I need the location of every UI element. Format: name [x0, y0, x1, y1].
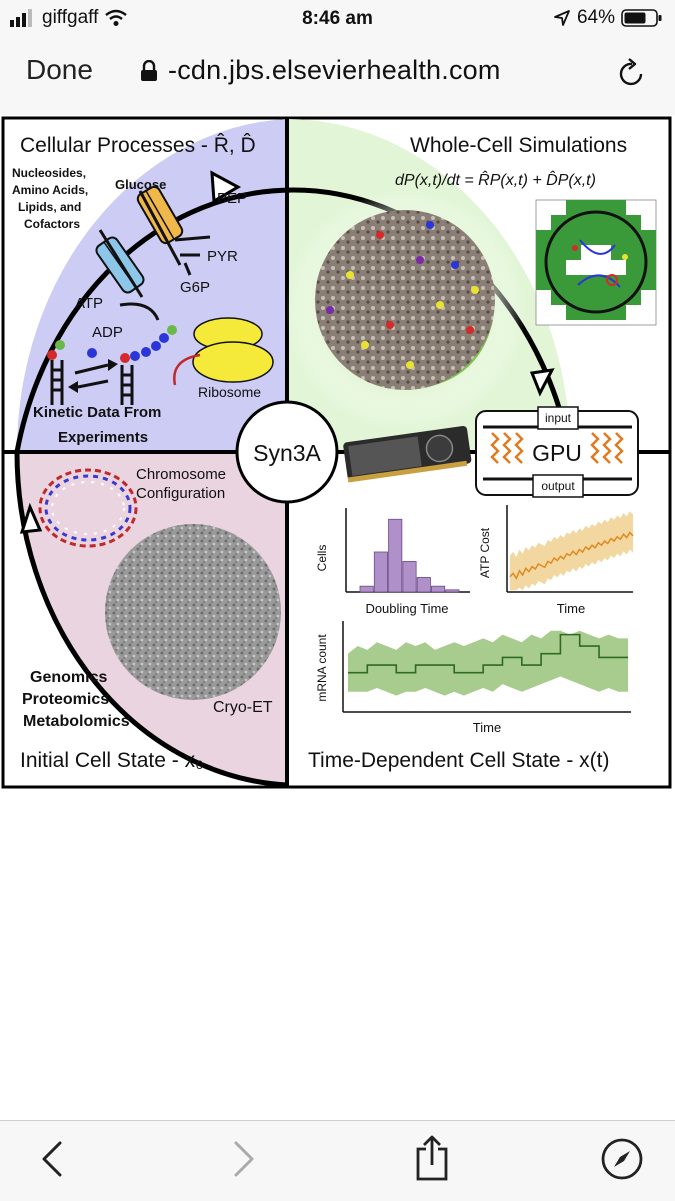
gpu-label: GPU [532, 440, 582, 466]
amino-acid-chain [47, 325, 177, 363]
cryo-label: Cryo-ET [213, 699, 273, 716]
q2-illustration [285, 190, 657, 430]
mrna-band [348, 630, 628, 696]
master-equation: dP(x,t)/dt = R̂P(x,t) + D̂P(x,t) [395, 169, 596, 189]
pep-label: PEP [217, 190, 247, 207]
status-right: 64% [553, 7, 663, 29]
q1-illustration: Nucleosides, Amino Acids, Lipids, and Co… [12, 166, 274, 446]
kinetic-label-2: Experiments [58, 429, 148, 446]
status-bar: giffgaff 8:46 am 64% [0, 0, 675, 40]
transporter-label-1: Nucleosides, [12, 166, 86, 180]
lock-icon [141, 59, 157, 81]
q1-title: Cellular Processes - R̂, D̂ [20, 134, 256, 157]
atp-xlabel: Time [557, 601, 585, 616]
battery-icon [621, 9, 662, 27]
atp-label: ATP [75, 295, 103, 312]
hist-xlabel: Doubling Time [365, 601, 448, 616]
omics-label-3: Metabolomics [23, 713, 130, 730]
chromosome-label-2: Configuration [136, 485, 225, 502]
whole-cell-figure: Cellular Processes - R̂, D̂ Whole-Cell S… [1, 116, 672, 789]
lattice-grid [535, 199, 657, 326]
mrna-ylabel: mRNA count [315, 634, 329, 702]
atp-ylabel: ATP Cost [478, 527, 492, 578]
hist-ylabel: Cells [315, 545, 329, 572]
histogram-bar [359, 585, 374, 593]
mrna-line [348, 633, 628, 674]
share-icon[interactable] [414, 1135, 450, 1181]
histogram-bar [402, 561, 417, 593]
reload-icon[interactable] [617, 56, 647, 88]
signal-icon [10, 9, 32, 27]
done-button[interactable]: Done [26, 54, 93, 85]
back-arrow-icon[interactable] [40, 1139, 64, 1179]
q3-illustration: Chromosome Configuration Cryo-ET Genomic… [22, 466, 281, 730]
transporter-label-2: Amino Acids, [12, 183, 88, 197]
address-bar[interactable]: -cdn.jbs.elsevierhealth.com [140, 55, 501, 86]
compass-icon[interactable] [600, 1137, 644, 1181]
location-arrow-icon [554, 10, 570, 26]
carrier: giffgaff [10, 7, 128, 29]
mrna-xlabel: Time [473, 720, 501, 735]
ribosome-label: Ribosome [198, 384, 261, 400]
browser-bottom-bar [0, 1120, 675, 1201]
url-text: -cdn.jbs.elsevierhealth.com [168, 55, 501, 85]
atp-line [509, 531, 634, 581]
simulated-cell [315, 210, 495, 390]
omics-label-2: Proteomics [22, 691, 109, 708]
mrna-count-chart: mRNA count Time [315, 621, 631, 735]
histogram-bar [373, 551, 388, 593]
carrier-name: giffgaff [42, 7, 99, 28]
chromosome-label-1: Chromosome [136, 466, 226, 483]
histogram-bar [431, 585, 446, 593]
chromosome-ring [38, 468, 138, 548]
syn3a-circle [235, 400, 339, 504]
histogram-bar [445, 589, 460, 593]
center-label: Syn3A [253, 440, 321, 466]
forward-arrow-icon[interactable] [232, 1139, 256, 1179]
atp-cost-chart: ATP Cost Time [478, 505, 634, 616]
histogram-bar [416, 577, 431, 593]
battery-percent: 64% [576, 7, 615, 28]
gpu-output-label: output [541, 479, 575, 493]
browser-toolbar: Done -cdn.jbs.elsevierhealth.com [0, 40, 675, 116]
gpu-input-label: input [545, 411, 572, 425]
gpu-card-image [343, 425, 472, 483]
orange-transporter [136, 185, 184, 245]
q4-title: Time-Dependent Cell State - x(t) [308, 749, 610, 772]
q2-title: Whole-Cell Simulations [410, 134, 627, 157]
transporter-label-3: Lipids, and [18, 200, 81, 214]
wifi-icon [105, 9, 128, 26]
g6p-label: G6P [180, 279, 210, 296]
cryo-et-image [105, 524, 281, 700]
trna-ladders [50, 360, 134, 405]
transporter-label-4: Cofactors [24, 217, 80, 231]
gpu-schematic: input output GPU [475, 406, 639, 498]
kinetic-label-1: Kinetic Data From [33, 404, 161, 421]
histogram-bar [388, 518, 403, 593]
atp-band [510, 511, 633, 591]
doubling-time-histogram: Cells Doubling Time [315, 508, 470, 616]
pyr-label: PYR [207, 248, 238, 265]
q3-title: Initial Cell State - x₀ [20, 749, 204, 772]
page-content: Cellular Processes - R̂, D̂ Whole-Cell S… [0, 115, 675, 1120]
omics-label-1: Genomics [30, 669, 107, 686]
adp-label: ADP [92, 324, 123, 341]
